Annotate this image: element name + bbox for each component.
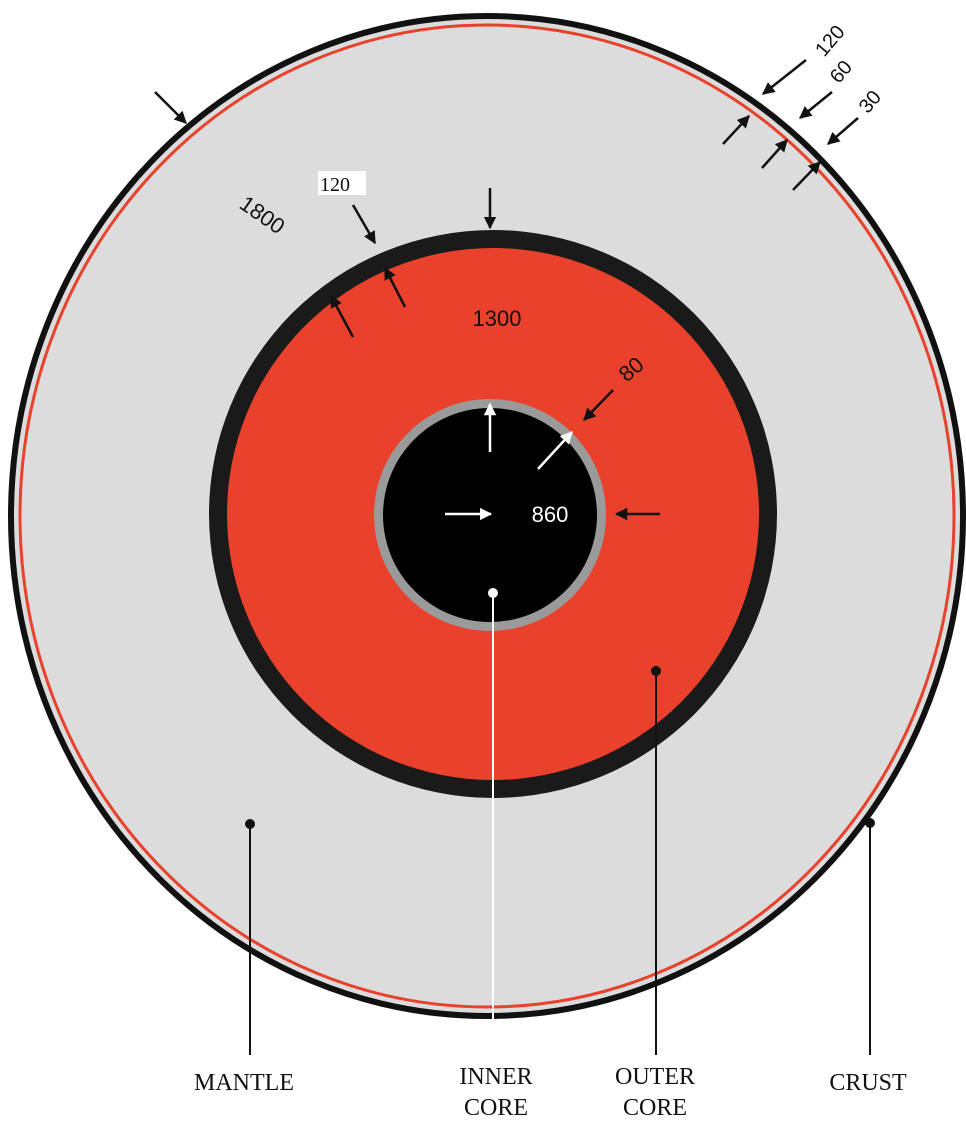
inner-core-label-line1: INNER xyxy=(459,1064,532,1090)
arrow-icon xyxy=(792,161,821,191)
mantle-label: MANTLE xyxy=(194,1070,294,1096)
outer-core-thickness-label: 1300 xyxy=(473,306,522,331)
crust-boundary-line xyxy=(18,23,956,1009)
arrow-icon xyxy=(537,431,573,470)
pointer-dot-icon xyxy=(245,819,255,829)
crust-label: CRUST xyxy=(829,1070,907,1096)
crust-outer-label: 120 xyxy=(811,21,849,61)
arrow-icon xyxy=(154,91,187,124)
pointer-dot-icon xyxy=(651,666,661,676)
outer-core-label-line2: CORE xyxy=(623,1095,687,1121)
crust-inner-label: 30 xyxy=(855,87,886,118)
arrow-icon xyxy=(762,59,807,95)
arrow-icon xyxy=(761,139,788,169)
arrow-icon xyxy=(722,115,750,145)
pointer-dot-icon xyxy=(488,588,498,598)
core-mantle-label-bg xyxy=(318,171,366,195)
inner-core-label-line2: CORE xyxy=(464,1095,528,1121)
arrow-icon xyxy=(583,389,614,421)
arrow-icon xyxy=(383,266,407,308)
arrow-icon xyxy=(799,91,833,119)
outer-core-label-line1: OUTER xyxy=(615,1064,695,1090)
core-mantle-boundary-label: 120 xyxy=(320,174,350,196)
arrow-icon xyxy=(351,204,377,245)
arrow-icon xyxy=(329,294,355,338)
inner-core-radius-label: 860 xyxy=(532,502,569,527)
arrow-icon xyxy=(827,117,859,145)
pointer-dot-icon xyxy=(865,818,875,828)
crust-middle-label: 60 xyxy=(826,57,857,88)
